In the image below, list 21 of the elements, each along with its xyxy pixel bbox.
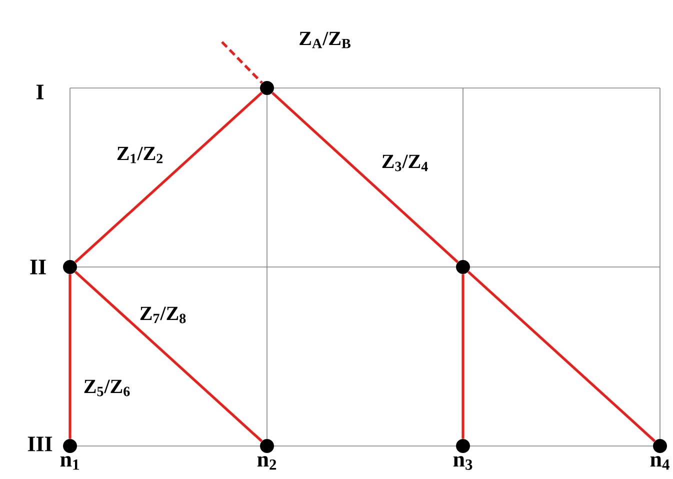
- junction-dot: [260, 81, 274, 95]
- edge-label: Z$_{A}$/Z$_{B}$: [298, 30, 352, 50]
- wire: [68, 274, 72, 439]
- node-label: n$_{1}$: [60, 456, 79, 470]
- row-label: III: [28, 436, 52, 452]
- wire: [221, 41, 263, 84]
- node-label: n$_{2}$: [257, 456, 276, 470]
- node-label: n$_{4}$: [650, 456, 670, 470]
- edge-label: Z$_{5}$/Z$_{6}$: [82, 378, 132, 398]
- wire: [271, 92, 459, 264]
- junction-dot: [456, 260, 470, 274]
- wire: [467, 270, 656, 442]
- row-label: I: [36, 84, 44, 100]
- edge-label: Z$_{7}$/Z$_{8}$: [138, 306, 188, 324]
- node-label: n$_{3}$: [453, 456, 472, 470]
- wire: [74, 92, 263, 264]
- edge-label: Z$_{3}$/Z$_{4}$: [380, 154, 430, 172]
- edge-label: Z$_{1}$/Z$_{2}$: [115, 146, 165, 164]
- wire: [74, 270, 263, 442]
- junction-dot: [63, 260, 77, 274]
- wire: [462, 274, 464, 439]
